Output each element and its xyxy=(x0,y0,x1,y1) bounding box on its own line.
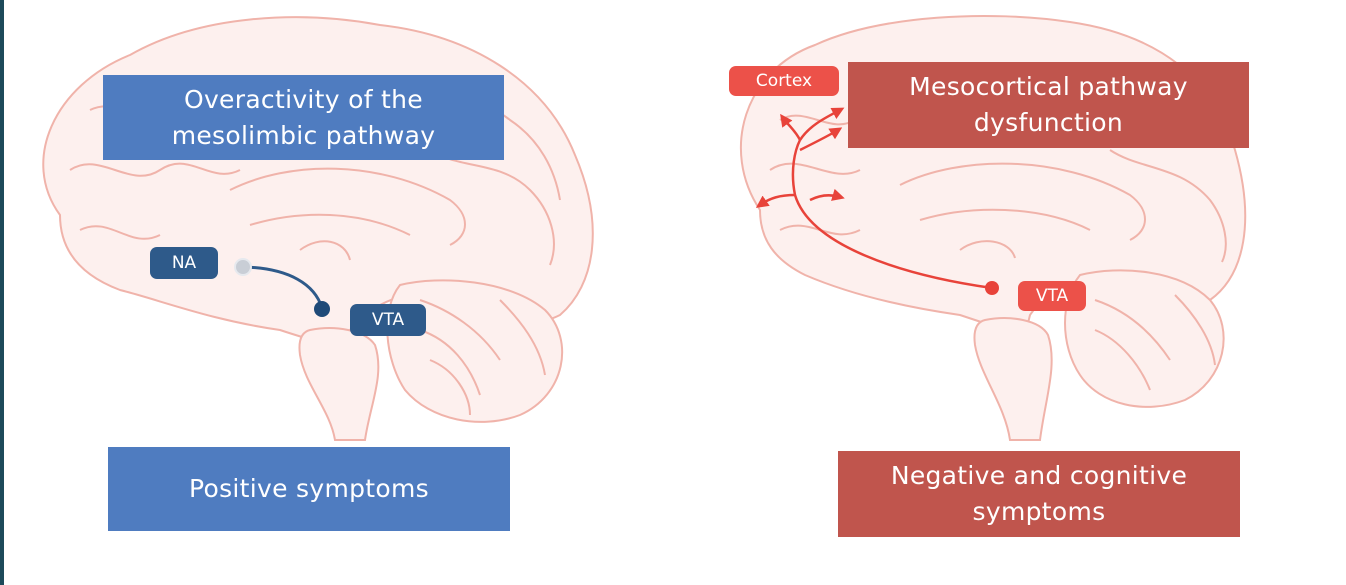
na-label: NA xyxy=(171,253,197,273)
mesocortical-main-line xyxy=(791,139,993,290)
right-brainstem xyxy=(973,317,1053,441)
mesolimbic-title-box: Overactivity of the mesolimbic pathway xyxy=(103,75,504,160)
vta-label-right: VTA xyxy=(1035,286,1069,306)
cortex-branch xyxy=(798,107,845,141)
left-cerebellum xyxy=(386,279,564,423)
mesocortical-title-box: Mesocortical pathway dysfunction xyxy=(848,62,1249,148)
positive-symptoms-label: Positive symptoms xyxy=(189,474,429,503)
cortex-branch xyxy=(809,188,845,202)
na-label-tag: NA xyxy=(150,247,218,279)
vta-node-left xyxy=(314,301,330,317)
vta-label-tag-left: VTA xyxy=(350,304,426,336)
na-node xyxy=(234,258,252,276)
vta-label-left: VTA xyxy=(371,310,405,330)
cortex-label: Cortex xyxy=(755,71,813,91)
mesocortical-title: Mesocortical pathway dysfunction xyxy=(909,72,1188,137)
cortex-branch xyxy=(755,193,796,208)
left-edge-bar xyxy=(0,0,4,585)
mesolimbic-title: Overactivity of the mesolimbic pathway xyxy=(171,84,436,150)
positive-symptoms-box: Positive symptoms xyxy=(108,447,510,531)
negative-cognitive-symptoms-label: Negative and cognitive symptoms xyxy=(890,461,1188,526)
cortex-label-tag: Cortex xyxy=(729,66,839,96)
vta-node-right xyxy=(985,281,999,295)
negative-cognitive-symptoms-box: Negative and cognitive symptoms xyxy=(838,451,1240,537)
mesolimbic-pathway-line xyxy=(242,265,324,309)
cortex-branch xyxy=(780,113,802,141)
vta-label-tag-right: VTA xyxy=(1018,281,1086,311)
cortex-branch xyxy=(799,127,843,152)
